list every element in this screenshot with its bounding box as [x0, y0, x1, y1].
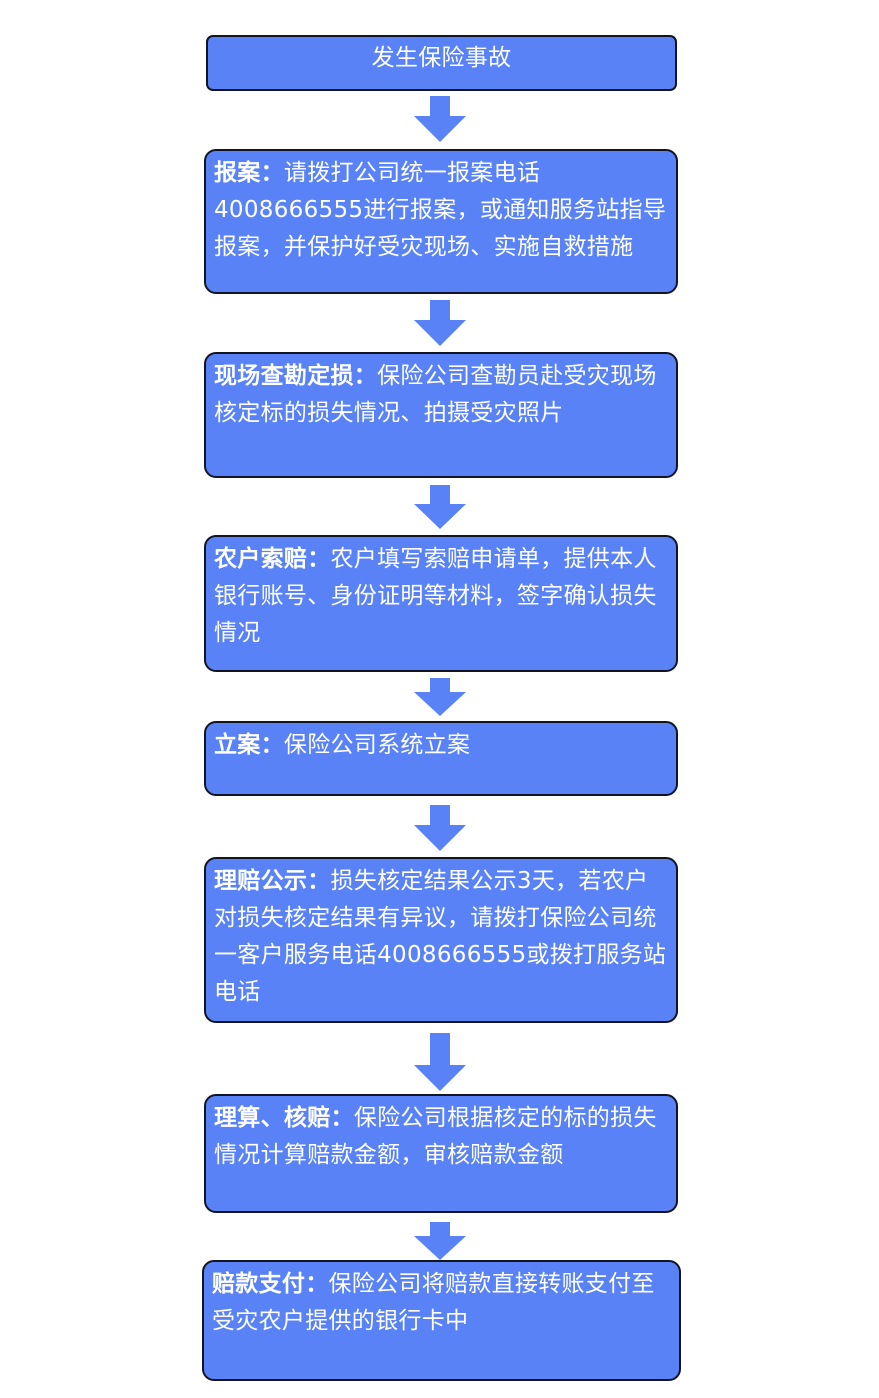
down-arrow-icon: [414, 300, 466, 346]
step-title: 发生保险事故: [371, 45, 512, 71]
step-text: 保险公司查勘员赴受灾现场核定标的损失情况、拍摄受灾照片: [214, 363, 657, 426]
step-farmer-claim: 农户索赔：农户填写索赔申请单，提供本人银行账号、身份证明等材料，签字确认损失情况: [204, 535, 678, 672]
step-text: 损失核定结果公示3天，若农户对损失核定结果有异议，请拨打保险公司统一客户服务电话…: [214, 868, 667, 1005]
down-arrow-icon: [414, 485, 466, 529]
step-case-filing: 立案：保险公司系统立案: [204, 721, 678, 796]
step-report-claim: 报案：请拨打公司统一报案电话4008666555进行报案，或通知服务站指导报案，…: [204, 149, 678, 294]
step-lead: 赔款支付：: [212, 1271, 329, 1297]
step-adjustment-review: 理算、核赔：保险公司根据核定的标的损失情况计算赔款金额，审核赔款金额: [204, 1094, 678, 1213]
step-text: 请拨打公司统一报案电话4008666555进行报案，或通知服务站指导报案，并保护…: [214, 160, 667, 260]
step-lead: 现场查勘定损：: [214, 363, 378, 389]
step-text: 保险公司根据核定的标的损失情况计算赔款金额，审核赔款金额: [214, 1105, 657, 1168]
down-arrow-icon: [414, 1033, 466, 1091]
step-lead: 理赔公示：: [214, 868, 331, 894]
step-lead: 理算、核赔：: [214, 1105, 354, 1131]
step-text: 保险公司系统立案: [283, 732, 471, 758]
step-payment: 赔款支付：保险公司将赔款直接转账支付至受灾农户提供的银行卡中: [202, 1260, 681, 1381]
step-site-survey: 现场查勘定损：保险公司查勘员赴受灾现场核定标的损失情况、拍摄受灾照片: [204, 352, 678, 478]
step-claim-publicity: 理赔公示：损失核定结果公示3天，若农户对损失核定结果有异议，请拨打保险公司统一客…: [204, 857, 678, 1023]
step-lead: 报案：: [214, 160, 284, 186]
down-arrow-icon: [414, 1222, 466, 1260]
step-lead: 立案：: [214, 732, 284, 758]
down-arrow-icon: [414, 96, 466, 142]
step-text: 保险公司将赔款直接转账支付至受灾农户提供的银行卡中: [212, 1271, 655, 1334]
step-lead: 农户索赔：: [214, 546, 331, 572]
step-text: 农户填写索赔申请单，提供本人银行账号、身份证明等材料，签字确认损失情况: [214, 546, 657, 646]
down-arrow-icon: [414, 678, 466, 716]
step-incident-occurs: 发生保险事故: [206, 35, 677, 91]
down-arrow-icon: [414, 805, 466, 851]
